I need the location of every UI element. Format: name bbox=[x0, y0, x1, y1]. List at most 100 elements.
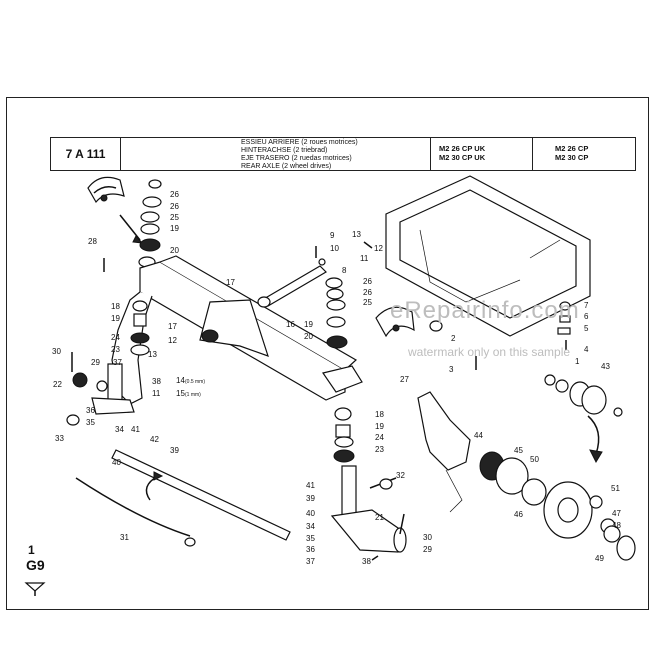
part-label: 42 bbox=[150, 435, 159, 444]
part-label: 45 bbox=[514, 446, 523, 455]
page-number: 1 bbox=[28, 543, 35, 557]
part-label: 38 bbox=[362, 557, 371, 566]
part-label: 24 bbox=[375, 433, 384, 442]
part-label: 4 bbox=[584, 345, 589, 354]
seal-detail-right bbox=[375, 306, 415, 338]
part-label: 21 bbox=[375, 513, 384, 522]
part-label: 26 bbox=[170, 190, 179, 199]
part-label: 26 bbox=[170, 202, 179, 211]
part-label: 26 bbox=[363, 288, 372, 297]
part-label: 34 bbox=[115, 425, 124, 434]
part-label: 43 bbox=[601, 362, 610, 371]
part-label: 26 bbox=[363, 277, 372, 286]
misc-bolts bbox=[71, 241, 405, 561]
page-code: G9 bbox=[26, 557, 45, 573]
part-label: 34 bbox=[306, 522, 315, 531]
seal-pointer-left bbox=[119, 214, 141, 241]
part-label: 10 bbox=[330, 244, 339, 253]
part-label: 29 bbox=[423, 545, 432, 554]
part-label: 25 bbox=[170, 213, 179, 222]
axle-support-bracket bbox=[385, 175, 591, 337]
sheet-frame bbox=[6, 97, 649, 610]
desc-fr: ESSIEU ARRIERE (2 roues motrices) bbox=[241, 139, 358, 146]
part-label: 19 bbox=[111, 314, 120, 323]
part-label: 17 bbox=[168, 322, 177, 331]
model-uk-1: M2 26 CP UK bbox=[439, 144, 486, 153]
part-label: 33 bbox=[55, 434, 64, 443]
part-label: 11 bbox=[152, 389, 161, 398]
part-label: 19 bbox=[375, 422, 384, 431]
pivot-shaft bbox=[257, 258, 327, 308]
part-label: 13 bbox=[352, 230, 361, 239]
description-cell: ESSIEU ARRIERE (2 roues motrices) HINTER… bbox=[121, 138, 431, 170]
part-label: 51 bbox=[611, 484, 620, 493]
part-label: 11 bbox=[360, 254, 369, 263]
axle-beam bbox=[111, 255, 363, 405]
part-label: 37 bbox=[306, 557, 315, 566]
part-label: 30 bbox=[423, 533, 432, 542]
part-label: 35 bbox=[306, 534, 315, 543]
bracket-fasteners bbox=[429, 301, 571, 370]
part-label: 46 bbox=[514, 510, 523, 519]
part-label: 6 bbox=[584, 312, 589, 321]
tie-rod bbox=[75, 449, 291, 547]
left-steering-knuckle bbox=[66, 363, 135, 426]
part-label: 2 bbox=[451, 334, 456, 343]
part-label: 8 bbox=[342, 266, 347, 275]
part-label: 29 bbox=[91, 358, 100, 367]
part-label: 37 bbox=[113, 358, 122, 367]
part-label: 18 bbox=[375, 410, 384, 419]
part-label: 1 bbox=[575, 357, 580, 366]
part-label: 19 bbox=[170, 224, 179, 233]
part-label: 13 bbox=[148, 350, 157, 359]
part-label: 48 bbox=[612, 521, 621, 530]
desc-de: HINTERACHSE (2 triebrad) bbox=[241, 147, 328, 154]
models-cell: M2 26 CP M2 30 CP bbox=[533, 138, 637, 170]
right-king-pin-stack bbox=[333, 407, 355, 463]
right-steering-knuckle bbox=[330, 465, 407, 553]
part-label: 23 bbox=[111, 345, 120, 354]
model-1: M2 26 CP bbox=[555, 144, 589, 153]
watermark-brand: eRepairinfo.com bbox=[390, 297, 580, 324]
wheel-spindle bbox=[417, 391, 471, 513]
hub-arrow bbox=[587, 415, 600, 455]
part-label: 7 bbox=[584, 301, 589, 310]
part-label: 31 bbox=[120, 533, 129, 542]
seal-detail-left bbox=[87, 176, 125, 204]
part-label: 16 bbox=[286, 320, 295, 329]
desc-es: EJE TRASERO (2 ruedas motrices) bbox=[241, 155, 352, 162]
part-label: 15 bbox=[176, 389, 185, 398]
part-label: 23 bbox=[375, 445, 384, 454]
part-label: 47 bbox=[612, 509, 621, 518]
annotation-15: (1 mm) bbox=[185, 392, 201, 398]
part-label: 39 bbox=[170, 446, 179, 455]
next-page-arrow-icon[interactable] bbox=[24, 582, 46, 596]
left-king-pin-stack bbox=[130, 300, 150, 356]
part-label: 38 bbox=[152, 377, 161, 386]
part-label: 9 bbox=[330, 231, 335, 240]
part-label: 5 bbox=[584, 324, 589, 333]
part-label: 27 bbox=[400, 375, 409, 384]
part-label: 40 bbox=[306, 509, 315, 518]
part-label: 35 bbox=[86, 418, 95, 427]
model-uk-2: M2 30 CP UK bbox=[439, 153, 486, 162]
part-label: 41 bbox=[131, 425, 140, 434]
part-labels: 26 26 25 19 20 28 9 10 13 12 11 8 17 26 … bbox=[52, 190, 621, 566]
part-label: 36 bbox=[306, 545, 315, 554]
part-label: 25 bbox=[363, 298, 372, 307]
part-label: 12 bbox=[374, 244, 383, 253]
part-label: 12 bbox=[168, 336, 177, 345]
part-label: 50 bbox=[530, 455, 539, 464]
part-label: 20 bbox=[304, 332, 313, 341]
upper-left-pivot-stack bbox=[138, 179, 162, 268]
part-label: 3 bbox=[449, 365, 454, 374]
part-label: 41 bbox=[306, 481, 315, 490]
watermark-note: watermark only on this sample bbox=[408, 345, 571, 359]
desc-en: REAR AXLE (2 wheel drives) bbox=[241, 163, 332, 170]
part-label: 32 bbox=[396, 471, 405, 480]
part-label: 40 bbox=[112, 458, 121, 467]
part-label: 39 bbox=[306, 494, 315, 503]
part-label: 24 bbox=[111, 333, 120, 342]
part-label: 49 bbox=[595, 554, 604, 563]
